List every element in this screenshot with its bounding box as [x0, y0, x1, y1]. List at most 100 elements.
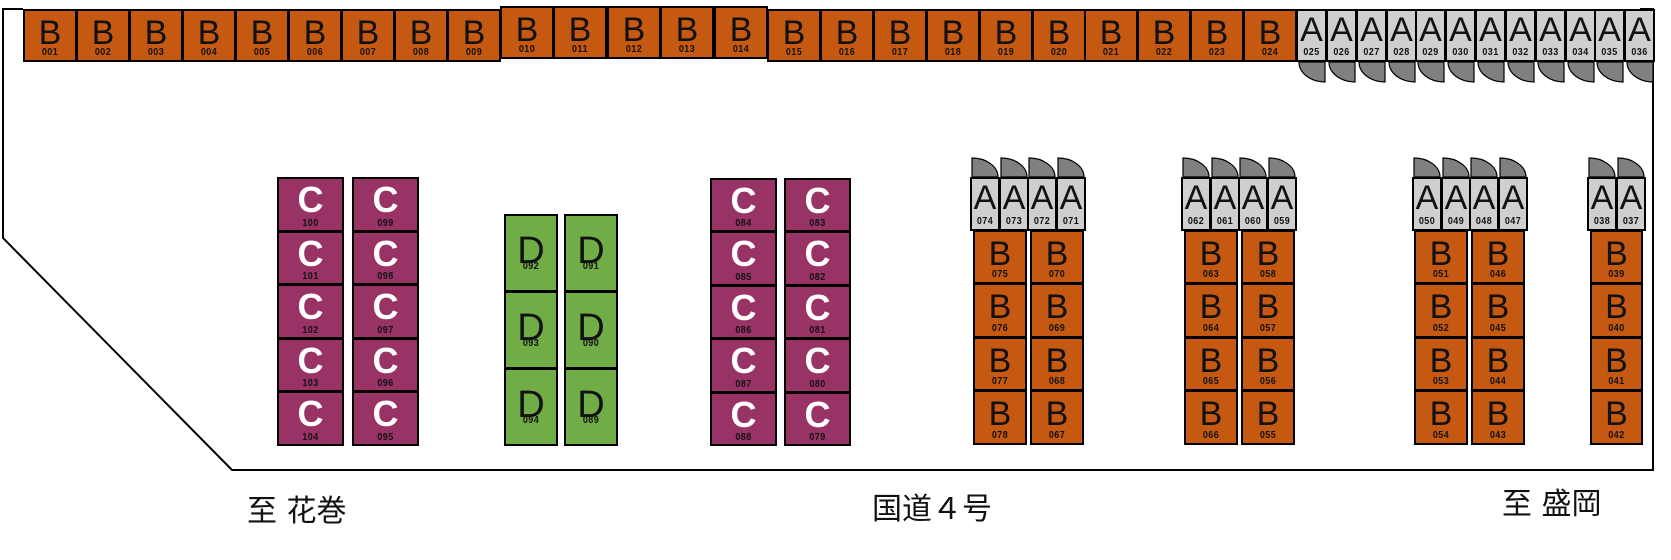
unit-D-093[interactable]: D093 [504, 291, 558, 369]
unit-C-097[interactable]: C097 [352, 284, 419, 339]
unit-B-046[interactable]: B046 [1471, 230, 1525, 285]
unit-A-059[interactable]: A059 [1267, 177, 1297, 231]
unit-A-061[interactable]: A061 [1210, 177, 1240, 231]
unit-B-024[interactable]: B024 [1243, 9, 1297, 62]
unit-C-102[interactable]: C102 [277, 284, 344, 339]
unit-A-030[interactable]: A030 [1445, 9, 1476, 62]
unit-B-045[interactable]: B045 [1471, 283, 1525, 338]
unit-C-096[interactable]: C096 [352, 337, 419, 393]
unit-A-035[interactable]: A035 [1594, 9, 1625, 62]
unit-B-056[interactable]: B056 [1241, 336, 1295, 392]
unit-B-069[interactable]: B069 [1030, 283, 1084, 338]
unit-A-060[interactable]: A060 [1238, 177, 1268, 231]
unit-C-088[interactable]: C088 [710, 391, 777, 446]
unit-A-029[interactable]: A029 [1415, 9, 1446, 62]
unit-A-047[interactable]: A047 [1498, 177, 1528, 231]
unit-D-089[interactable]: D089 [564, 368, 618, 446]
unit-C-081[interactable]: C081 [784, 284, 851, 340]
unit-C-095[interactable]: C095 [352, 391, 419, 446]
unit-C-098[interactable]: C098 [352, 230, 419, 286]
unit-B-051[interactable]: B051 [1414, 230, 1468, 285]
unit-B-005[interactable]: B005 [235, 9, 289, 62]
unit-B-043[interactable]: B043 [1471, 390, 1525, 445]
unit-C-101[interactable]: C101 [277, 230, 344, 286]
unit-C-099[interactable]: C099 [352, 177, 419, 232]
unit-A-071[interactable]: A071 [1056, 177, 1086, 231]
unit-C-083[interactable]: C083 [784, 178, 851, 233]
unit-A-050[interactable]: A050 [1412, 177, 1442, 231]
unit-D-092[interactable]: D092 [504, 214, 558, 292]
unit-A-049[interactable]: A049 [1441, 177, 1471, 231]
unit-A-034[interactable]: A034 [1565, 9, 1596, 62]
unit-B-068[interactable]: B068 [1030, 336, 1084, 392]
unit-A-048[interactable]: A048 [1469, 177, 1499, 231]
unit-B-058[interactable]: B058 [1241, 230, 1295, 285]
unit-B-019[interactable]: B019 [979, 9, 1033, 62]
unit-B-064[interactable]: B064 [1184, 283, 1238, 338]
unit-B-041[interactable]: B041 [1590, 336, 1643, 392]
unit-B-010[interactable]: B010 [500, 6, 554, 59]
unit-A-031[interactable]: A031 [1475, 9, 1506, 62]
unit-A-036[interactable]: A036 [1624, 9, 1655, 62]
unit-B-021[interactable]: B021 [1084, 9, 1138, 62]
unit-C-100[interactable]: C100 [277, 177, 344, 232]
unit-A-062[interactable]: A062 [1181, 177, 1211, 231]
unit-A-028[interactable]: A028 [1386, 9, 1417, 62]
unit-C-082[interactable]: C082 [784, 231, 851, 286]
unit-C-086[interactable]: C086 [710, 284, 777, 340]
unit-B-020[interactable]: B020 [1032, 9, 1086, 62]
unit-B-015[interactable]: B015 [767, 9, 821, 62]
unit-D-091[interactable]: D091 [564, 214, 618, 292]
unit-B-057[interactable]: B057 [1241, 283, 1295, 338]
unit-A-073[interactable]: A073 [999, 177, 1029, 231]
unit-B-016[interactable]: B016 [820, 9, 874, 62]
unit-B-078[interactable]: B078 [973, 390, 1027, 445]
unit-B-004[interactable]: B004 [182, 9, 236, 62]
unit-A-037[interactable]: A037 [1616, 177, 1646, 231]
unit-C-079[interactable]: C079 [784, 391, 851, 446]
unit-A-025[interactable]: A025 [1296, 9, 1327, 62]
unit-B-014[interactable]: B014 [714, 6, 768, 59]
unit-B-013[interactable]: B013 [660, 6, 714, 59]
unit-B-065[interactable]: B065 [1184, 336, 1238, 392]
unit-B-076[interactable]: B076 [973, 283, 1027, 338]
unit-B-007[interactable]: B007 [341, 9, 395, 62]
unit-C-084[interactable]: C084 [710, 178, 777, 233]
unit-B-012[interactable]: B012 [607, 6, 661, 59]
unit-B-017[interactable]: B017 [873, 9, 927, 62]
unit-D-094[interactable]: D094 [504, 368, 558, 446]
unit-C-085[interactable]: C085 [710, 231, 777, 286]
unit-D-090[interactable]: D090 [564, 291, 618, 369]
unit-C-104[interactable]: C104 [277, 391, 344, 446]
unit-B-052[interactable]: B052 [1414, 283, 1468, 338]
unit-B-023[interactable]: B023 [1190, 9, 1244, 62]
unit-B-002[interactable]: B002 [76, 9, 130, 62]
unit-B-011[interactable]: B011 [553, 6, 607, 59]
unit-B-055[interactable]: B055 [1241, 390, 1295, 445]
unit-C-080[interactable]: C080 [784, 338, 851, 393]
unit-B-022[interactable]: B022 [1137, 9, 1191, 62]
unit-B-006[interactable]: B006 [288, 9, 342, 62]
unit-A-033[interactable]: A033 [1535, 9, 1566, 62]
unit-B-077[interactable]: B077 [973, 336, 1027, 392]
unit-A-027[interactable]: A027 [1356, 9, 1387, 62]
unit-C-087[interactable]: C087 [710, 338, 777, 393]
unit-B-018[interactable]: B018 [926, 9, 980, 62]
unit-A-072[interactable]: A072 [1027, 177, 1057, 231]
unit-B-001[interactable]: B001 [23, 9, 77, 62]
unit-B-003[interactable]: B003 [129, 9, 183, 62]
unit-B-044[interactable]: B044 [1471, 336, 1525, 392]
unit-A-038[interactable]: A038 [1587, 177, 1617, 231]
unit-B-009[interactable]: B009 [447, 9, 501, 62]
unit-B-067[interactable]: B067 [1030, 390, 1084, 445]
unit-B-042[interactable]: B042 [1590, 390, 1643, 445]
unit-B-066[interactable]: B066 [1184, 390, 1238, 445]
unit-A-032[interactable]: A032 [1505, 9, 1536, 62]
unit-B-070[interactable]: B070 [1030, 230, 1084, 285]
unit-B-053[interactable]: B053 [1414, 336, 1468, 392]
unit-A-026[interactable]: A026 [1326, 9, 1357, 62]
unit-B-040[interactable]: B040 [1590, 283, 1643, 338]
unit-A-074[interactable]: A074 [970, 177, 1000, 231]
unit-C-103[interactable]: C103 [277, 337, 344, 393]
unit-B-008[interactable]: B008 [394, 9, 448, 62]
